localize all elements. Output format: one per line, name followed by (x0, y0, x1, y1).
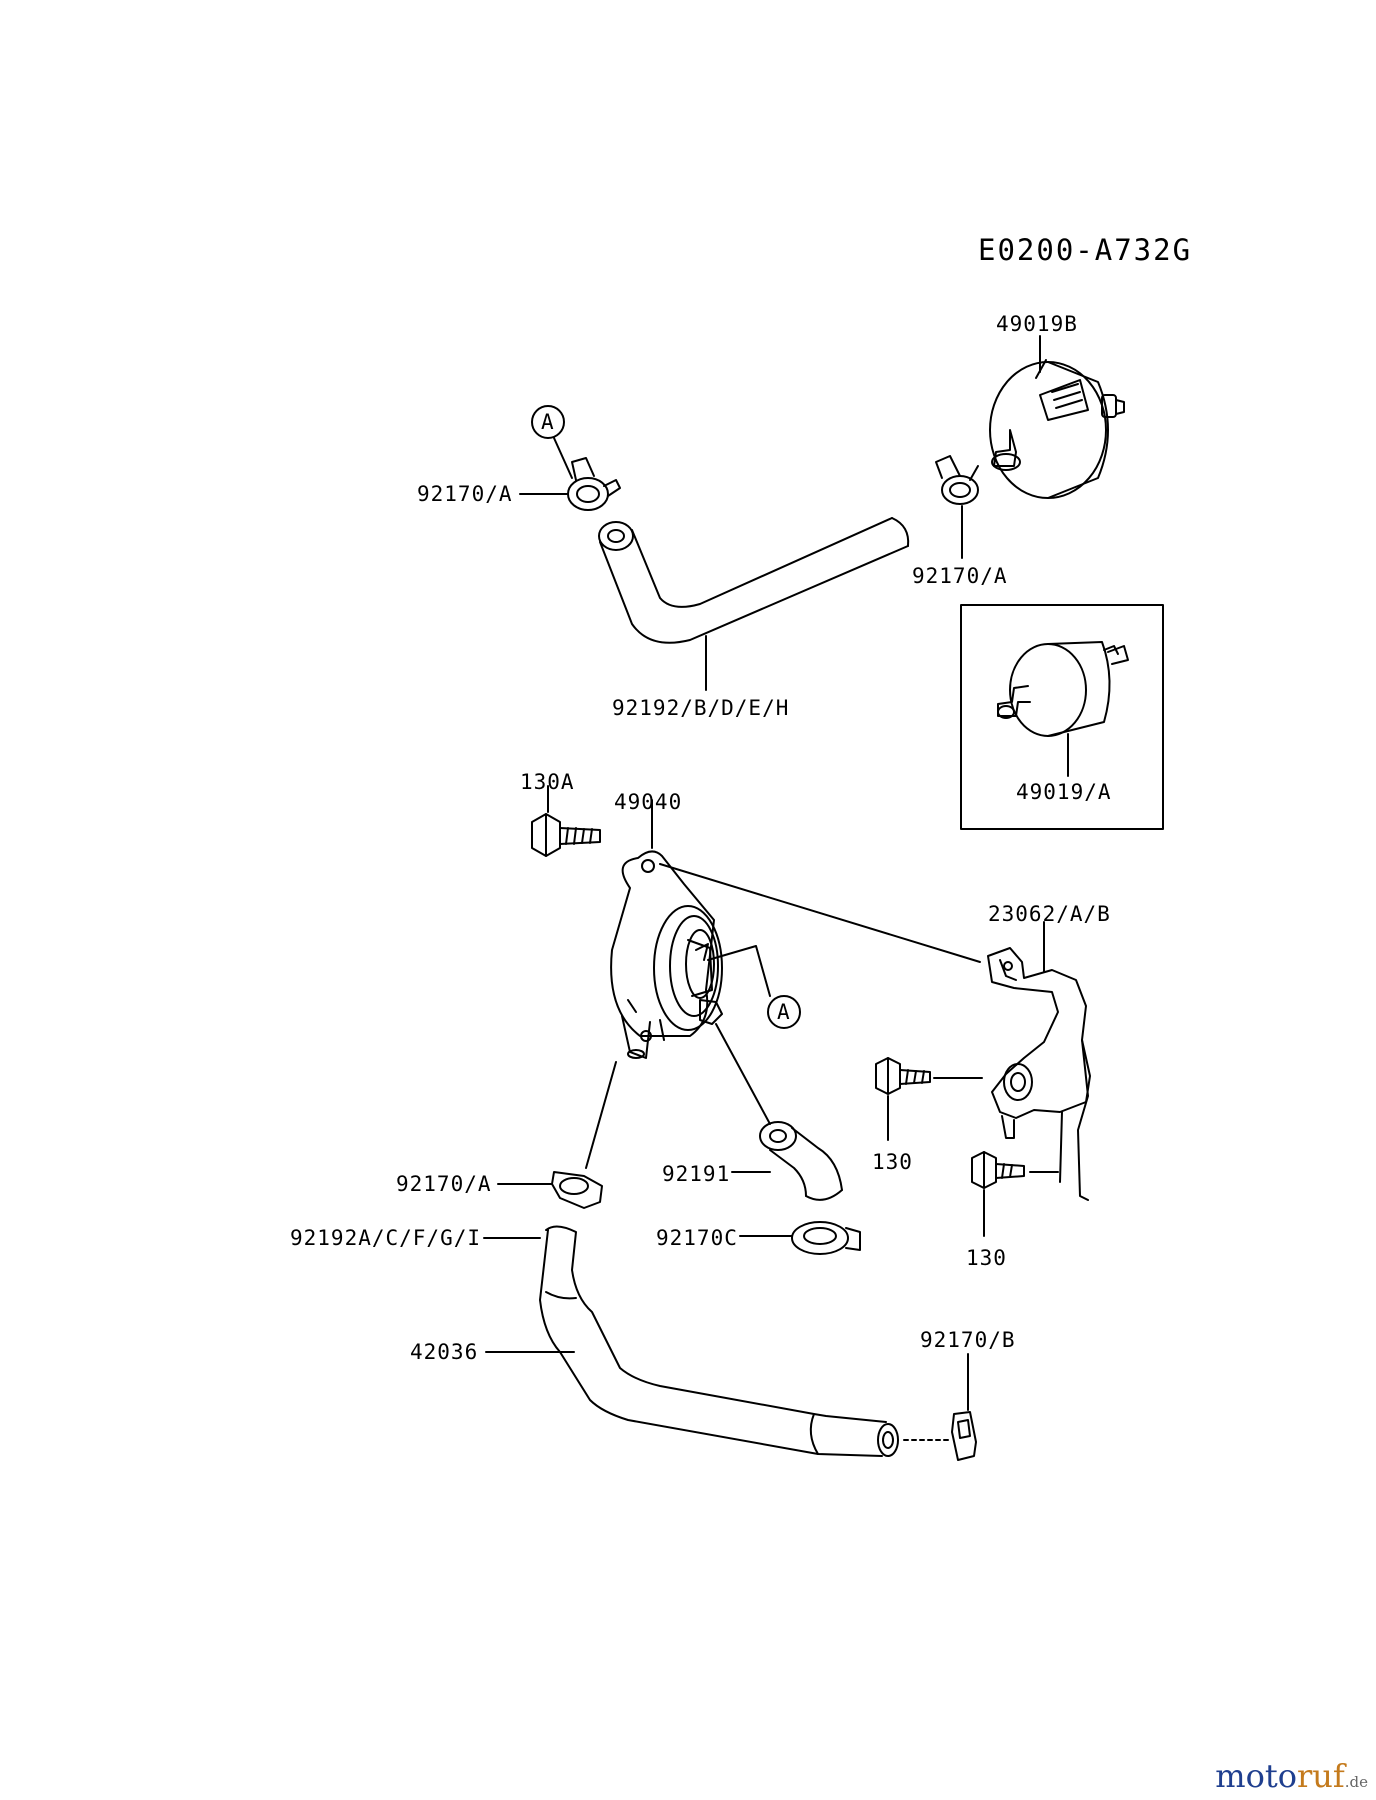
hose-clamp-lower (551, 1171, 603, 1209)
part-label-92170a-lower: 92170/A (396, 1172, 492, 1196)
leader-pump-to-bracket (659, 863, 981, 963)
part-label-92192-upper: 92192/B/D/E/H (612, 696, 790, 720)
part-label-130-lower: 130 (966, 1246, 1007, 1270)
bolt-130a (531, 813, 601, 857)
watermark-part1: moto (1215, 1757, 1297, 1795)
part-label-92170c: 92170C (656, 1226, 738, 1250)
part-label-42036: 42036 (410, 1340, 479, 1364)
part-label-130a: 130A (520, 770, 575, 794)
part-label-23062: 23062/A/B (988, 902, 1111, 926)
part-label-92170b: 92170/B (920, 1328, 1016, 1352)
part-label-130-upper: 130 (872, 1150, 913, 1174)
hose-clamp-top-left (567, 457, 621, 511)
part-label-92170a-top-left: 92170/A (417, 482, 513, 506)
watermark-part2: ruf (1297, 1757, 1345, 1795)
bolt-130-lower (971, 1151, 1025, 1189)
part-label-92170a-top-right: 92170/A (912, 564, 1008, 588)
part-label-49040: 49040 (614, 790, 683, 814)
inset-box-49019a (960, 604, 1164, 830)
bolt-130-upper (875, 1057, 931, 1095)
part-label-49019a: 49019/A (1016, 780, 1112, 804)
part-label-92191: 92191 (662, 1162, 731, 1186)
fuel-pump-49040 (610, 850, 723, 1059)
fuel-hose-lower (539, 1225, 899, 1457)
watermark-suffix: .de (1344, 1773, 1368, 1791)
fuel-hose-upper (598, 517, 910, 644)
callout-a-pump (707, 945, 801, 1029)
callout-a-pump-label: A (777, 1000, 791, 1024)
part-label-49019b: 49019B (996, 312, 1078, 336)
elbow-hose-92191 (759, 1121, 843, 1201)
fuel-filter-49019b (989, 359, 1125, 499)
watermark-logo: motoruf.de (1215, 1760, 1368, 1792)
hose-clamp-top-right (935, 455, 979, 505)
callout-a-top (531, 405, 573, 479)
hose-clamp-92170b (951, 1411, 977, 1461)
diagram-code: E0200-A732G (978, 233, 1193, 267)
part-label-92192-lower: 92192A/C/F/G/I (290, 1226, 482, 1250)
leader-pump-to-lower-clamp (585, 1061, 617, 1169)
hose-clamp-92170c (791, 1221, 861, 1255)
callout-a-top-label: A (541, 410, 555, 434)
bracket-23062 (987, 947, 1091, 1201)
leader-pump-to-elbow (715, 1023, 771, 1125)
